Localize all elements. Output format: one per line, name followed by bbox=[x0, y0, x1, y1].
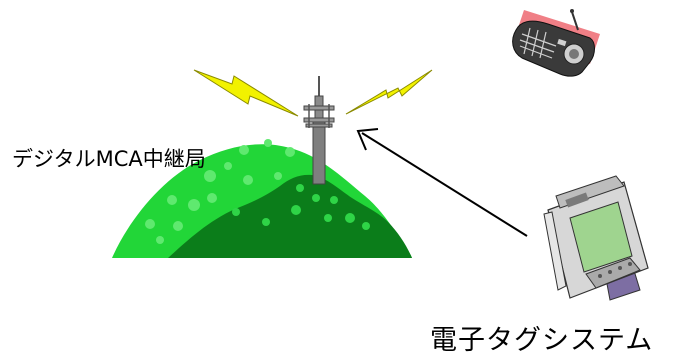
mountain-dots bbox=[145, 139, 370, 244]
tag-system-label: 電子タグシステム bbox=[430, 325, 654, 356]
antenna-tower-icon bbox=[303, 76, 335, 185]
lightning-signal-icon-left bbox=[193, 69, 299, 117]
radio-icon bbox=[512, 9, 600, 77]
relay-station-label: デジタルMCA中継局 bbox=[12, 147, 206, 171]
uplink-arrow bbox=[356, 128, 528, 237]
handheld-terminal-icon bbox=[543, 175, 649, 301]
lightning-signal-icon-right bbox=[345, 69, 433, 115]
mountain-dark-layer bbox=[168, 174, 412, 258]
mountain-illustration bbox=[112, 139, 412, 258]
